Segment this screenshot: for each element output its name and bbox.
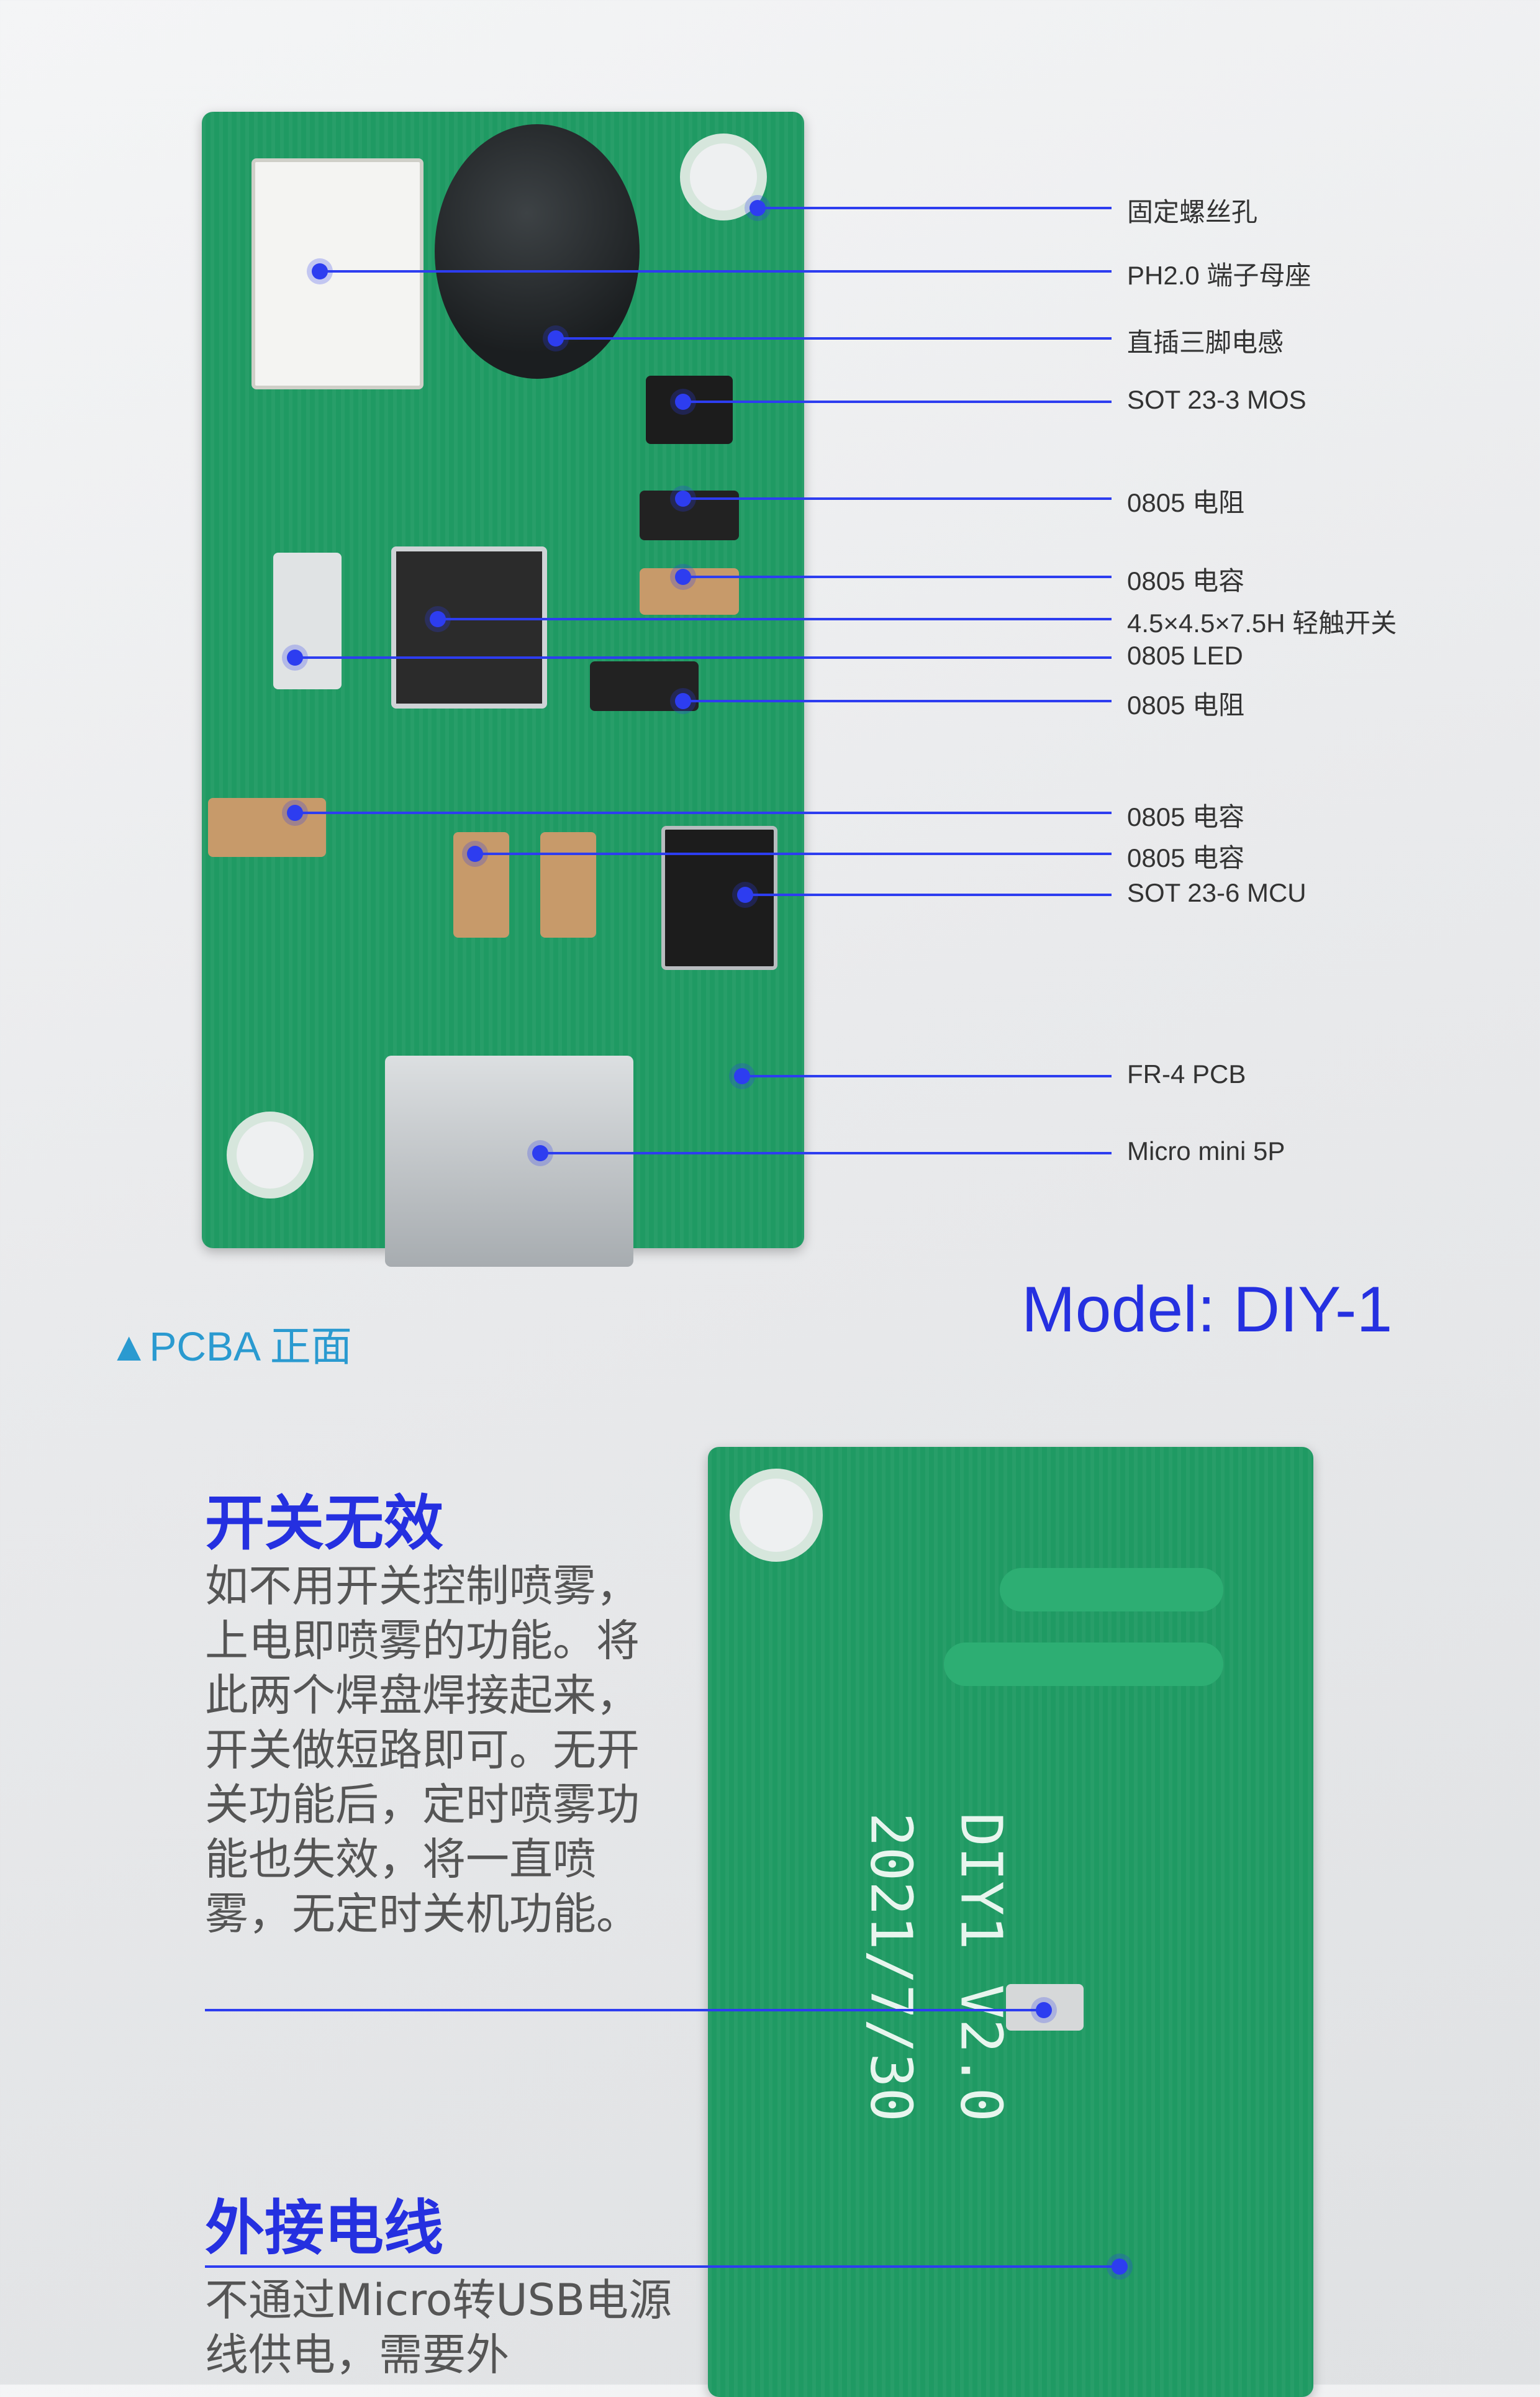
- model-label: Model: DIY-1: [1021, 1274, 1393, 1346]
- ph2-connector: [251, 158, 424, 389]
- micro-usb-port: [385, 1056, 633, 1267]
- callout-label-11: 0805 电容: [1127, 843, 1245, 872]
- inductor: [435, 124, 640, 379]
- callout-label-5: 0805 电阻: [1127, 488, 1245, 517]
- wire-section-heading: 外接电线: [205, 2193, 443, 2263]
- wire-callout-line: [205, 2265, 1121, 2268]
- wire-callout-dot: [1112, 2259, 1128, 2275]
- back-silk-version: DIY1 V2.0: [948, 1812, 1015, 2123]
- callout-line-14: [540, 1152, 1112, 1154]
- callout-line-4: [683, 401, 1112, 403]
- callout-label-3: 直插三脚电感: [1127, 328, 1284, 357]
- callout-label-4: SOT 23-3 MOS: [1127, 385, 1307, 414]
- tact-switch: [391, 546, 547, 709]
- callout-label-6: 0805 电容: [1127, 566, 1245, 596]
- mount-hole-bottom: [227, 1112, 314, 1198]
- wire-section-body: 不通过Micro转USB电源线供电，需要外: [205, 2275, 673, 2380]
- back-pad-strip-2: [944, 1643, 1223, 1686]
- callout-label-14: Micro mini 5P: [1127, 1136, 1285, 1166]
- callout-label-12: SOT 23-6 MCU: [1127, 878, 1307, 907]
- capacitor-c3: [453, 832, 509, 938]
- capacitor-c1: [540, 832, 596, 938]
- callout-label-13: FR-4 PCB: [1127, 1059, 1246, 1089]
- callout-line-6: [683, 576, 1112, 578]
- callout-label-1: 固定螺丝孔: [1127, 197, 1258, 227]
- callout-label-8: 0805 LED: [1127, 641, 1243, 670]
- pcba-front-caption: ▲PCBA 正面: [109, 1323, 352, 1369]
- mcu-chip: [661, 826, 777, 970]
- back-pad-strip-1: [1000, 1568, 1223, 1611]
- switch-callout-line: [205, 2009, 1040, 2011]
- callout-label-10: 0805 电容: [1127, 802, 1245, 831]
- callout-line-11: [475, 853, 1112, 855]
- callout-line-10: [295, 812, 1112, 814]
- capacitor-left: [208, 798, 326, 857]
- callout-label-2: PH2.0 端子母座: [1127, 261, 1311, 290]
- back-silk-date: 2021/7/30: [858, 1812, 925, 2123]
- callout-line-7: [438, 618, 1112, 620]
- callout-line-13: [742, 1075, 1112, 1077]
- callout-line-2: [320, 270, 1112, 273]
- callout-line-8: [295, 656, 1112, 659]
- back-mount-hole: [730, 1469, 823, 1562]
- callout-line-1: [758, 207, 1112, 209]
- mos-chip: [646, 376, 733, 444]
- callout-line-12: [745, 894, 1112, 896]
- switch-callout-dot: [1036, 2002, 1052, 2018]
- callout-line-3: [556, 337, 1112, 340]
- callout-label-7: 4.5×4.5×7.5H 轻触开关: [1127, 609, 1397, 638]
- switch-section-body: 如不用开关控制喷雾，上电即喷雾的功能。将此两个焊盘焊接起来，开关做短路即可。无开…: [205, 1561, 640, 1939]
- callout-line-9: [683, 700, 1112, 702]
- switch-section-heading: 开关无效: [205, 1488, 443, 1558]
- callout-label-9: 0805 电阻: [1127, 691, 1245, 720]
- led-d1: [273, 553, 342, 689]
- callout-line-5: [683, 497, 1112, 500]
